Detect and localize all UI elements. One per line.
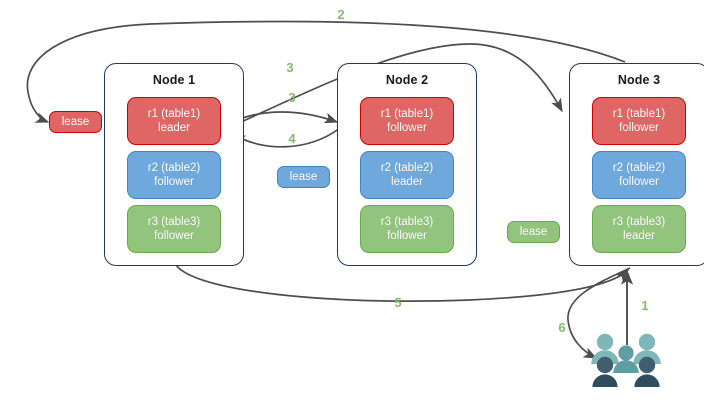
edge-label-3a: 3 (286, 60, 294, 75)
node-2-replica-r2-name: r2 (table2) (380, 161, 434, 174)
node-1-replica-r3[interactable]: r3 (table3) follower (127, 205, 221, 253)
node-2-replica-r3-name: r3 (table3) (380, 215, 434, 228)
node-3-replica-r3[interactable]: r3 (table3) leader (592, 205, 686, 253)
lease-badge-table1[interactable]: lease (49, 111, 102, 133)
edge-label-4: 4 (288, 131, 296, 146)
node-2-replica-r2[interactable]: r2 (table2) leader (360, 151, 454, 199)
node-1-replica-r1[interactable]: r1 (table1) leader (127, 97, 221, 145)
node-1-title: Node 1 (152, 73, 196, 87)
edge-label-5: 5 (394, 295, 402, 310)
node-3-replica-r2[interactable]: r2 (table2) follower (592, 151, 686, 199)
node-2-replica-r1-name: r1 (table1) (380, 107, 434, 120)
node-2-replica-r3-role: follower (387, 230, 427, 242)
lease-badge-table2[interactable]: lease (277, 166, 330, 188)
node-2-replica-r1[interactable]: r1 (table1) follower (360, 97, 454, 145)
node-2-replica-r2-role: leader (391, 176, 423, 188)
node-3-replica-r1-role: follower (619, 122, 659, 134)
node-3-replica-r1-name: r1 (table1) (612, 107, 666, 120)
edge-3-short-path (229, 111, 339, 124)
edge-label-3b: 3 (288, 90, 296, 105)
node-1-replica-r3-role: follower (154, 230, 194, 242)
node-3-replica-r3-role: leader (623, 230, 655, 242)
node-1-replica-r2-role: follower (154, 176, 194, 188)
lease-badge-table3[interactable]: lease (507, 221, 560, 243)
node-1-box[interactable]: Node 1 r1 (table1) leader r2 (table2) fo… (104, 63, 244, 266)
node-3-replica-r3-name: r3 (table3) (612, 215, 666, 228)
edge-label-6: 6 (558, 320, 566, 335)
node-3-replica-r2-role: follower (619, 176, 659, 188)
node-1-replica-r2-name: r2 (table2) (147, 161, 201, 174)
node-2-replica-r1-role: follower (387, 122, 427, 134)
people-group-icon (591, 333, 661, 387)
node-3-box[interactable]: Node 3 r1 (table1) follower r2 (table2) … (569, 63, 704, 266)
node-1-replica-r1-name: r1 (table1) (147, 107, 201, 120)
node-2-title: Node 2 (385, 73, 429, 87)
node-3-title: Node 3 (617, 73, 661, 87)
node-1-replica-r1-role: leader (158, 122, 190, 134)
node-3-replica-r2-name: r2 (table2) (612, 161, 666, 174)
node-1-replica-r2[interactable]: r2 (table2) follower (127, 151, 221, 199)
node-1-replica-r3-name: r3 (table3) (147, 215, 201, 228)
clients-actor[interactable] (588, 332, 666, 388)
node-2-box[interactable]: Node 2 r1 (table1) follower r2 (table2) … (337, 63, 477, 266)
edge-label-2: 2 (337, 7, 345, 22)
edge-label-1: 1 (641, 298, 649, 313)
node-2-replica-r3[interactable]: r3 (table3) follower (360, 205, 454, 253)
node-3-replica-r1[interactable]: r1 (table1) follower (592, 97, 686, 145)
